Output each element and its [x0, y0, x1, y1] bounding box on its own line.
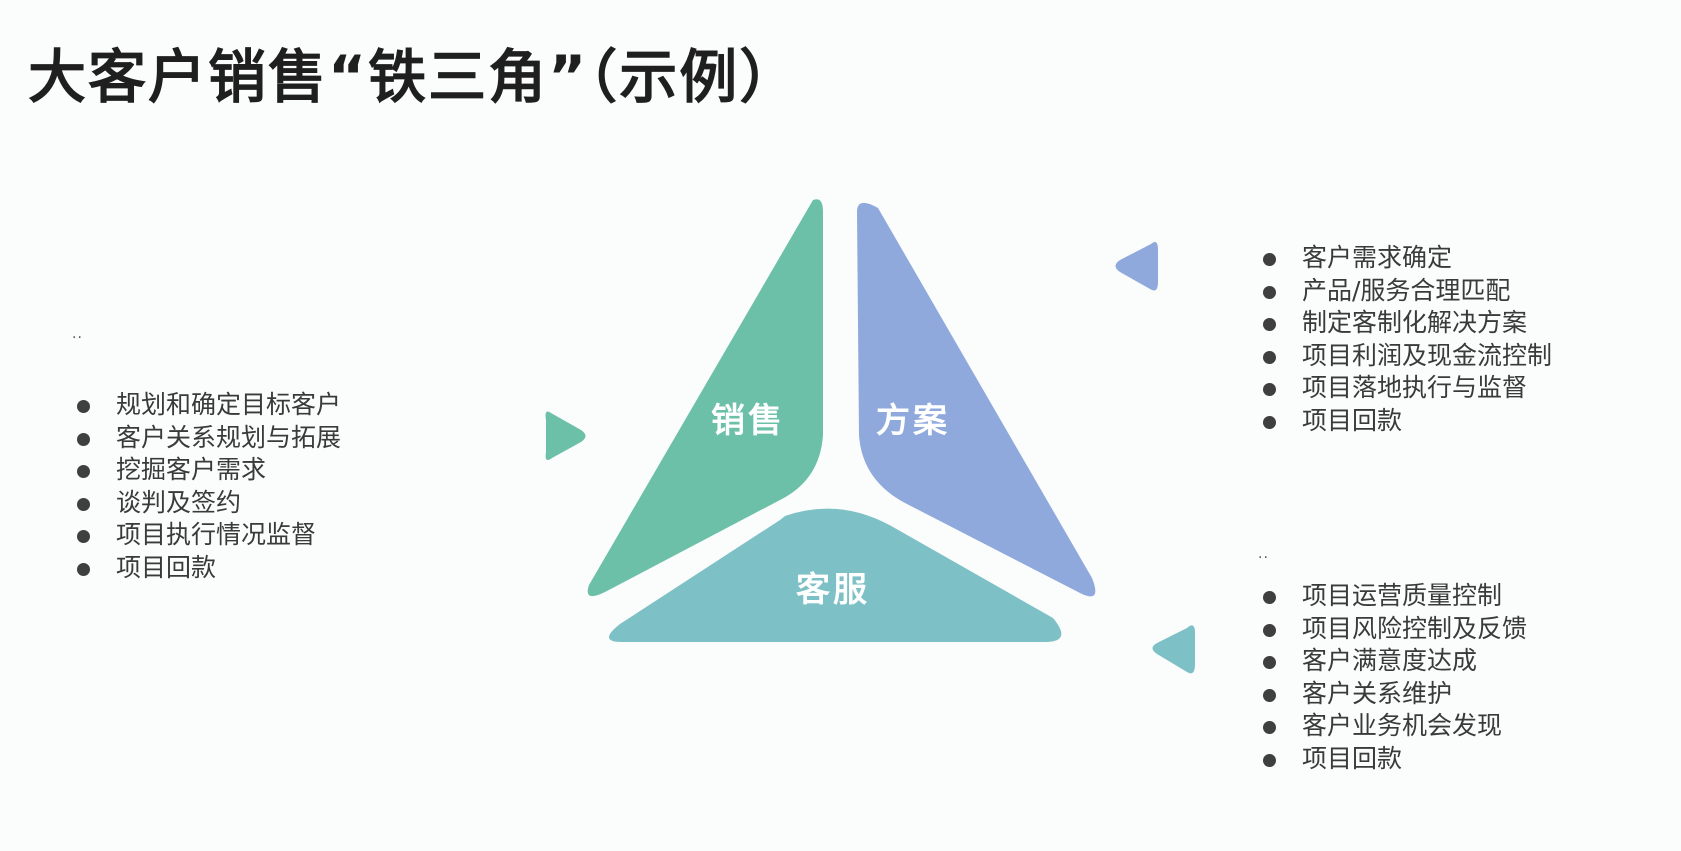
list-item: 项目回款 — [76, 552, 341, 585]
list-item: 项目回款 — [1262, 743, 1527, 776]
list-item: 客户关系维护 — [1262, 678, 1527, 711]
list-item: 客户业务机会发现 — [1262, 710, 1527, 743]
sales-label: 销售 — [711, 401, 785, 441]
list-item: 制定客制化解决方案 — [1262, 307, 1552, 340]
sales-duties-list: 规划和确定目标客户 客户关系规划与拓展 挖掘客户需求 谈判及签约 项目执行情况监… — [76, 389, 341, 584]
list-item: 客户关系规划与拓展 — [76, 422, 341, 455]
list-item: 规划和确定目标客户 — [76, 389, 341, 422]
solution-label: 方案 — [876, 401, 950, 441]
list-item: 客户满意度达成 — [1262, 645, 1527, 678]
service-segment — [608, 508, 1062, 642]
list-item: 产品/服务合理匹配 — [1262, 275, 1552, 308]
service-duties-list: 项目运营质量控制 项目风险控制及反馈 客户满意度达成 客户关系维护 客户业务机会… — [1262, 580, 1527, 775]
service-arrow-icon — [1152, 625, 1195, 674]
sales-segment — [587, 199, 823, 597]
solution-duties-list: 客户需求确定 产品/服务合理匹配 制定客制化解决方案 项目利润及现金流控制 项目… — [1262, 242, 1552, 437]
service-label: 客服 — [796, 570, 870, 610]
list-item: 项目回款 — [1262, 405, 1552, 438]
page-title: 大客户销售“铁三角”（示例） — [28, 43, 800, 111]
sales-arrow-icon — [545, 411, 586, 460]
decorative-dots: ·· — [1258, 550, 1269, 566]
solution-segment — [857, 202, 1096, 597]
list-item: 挖掘客户需求 — [76, 454, 341, 487]
list-item: 项目落地执行与监督 — [1262, 372, 1552, 405]
list-item: 谈判及签约 — [76, 487, 341, 520]
list-item: 项目利润及现金流控制 — [1262, 340, 1552, 373]
list-item: 项目执行情况监督 — [76, 519, 341, 552]
list-item: 客户需求确定 — [1262, 242, 1552, 275]
list-item: 项目风险控制及反馈 — [1262, 613, 1527, 646]
solution-arrow-icon — [1115, 242, 1158, 291]
decorative-dots: ·· — [72, 330, 83, 346]
list-item: 项目运营质量控制 — [1262, 580, 1527, 613]
